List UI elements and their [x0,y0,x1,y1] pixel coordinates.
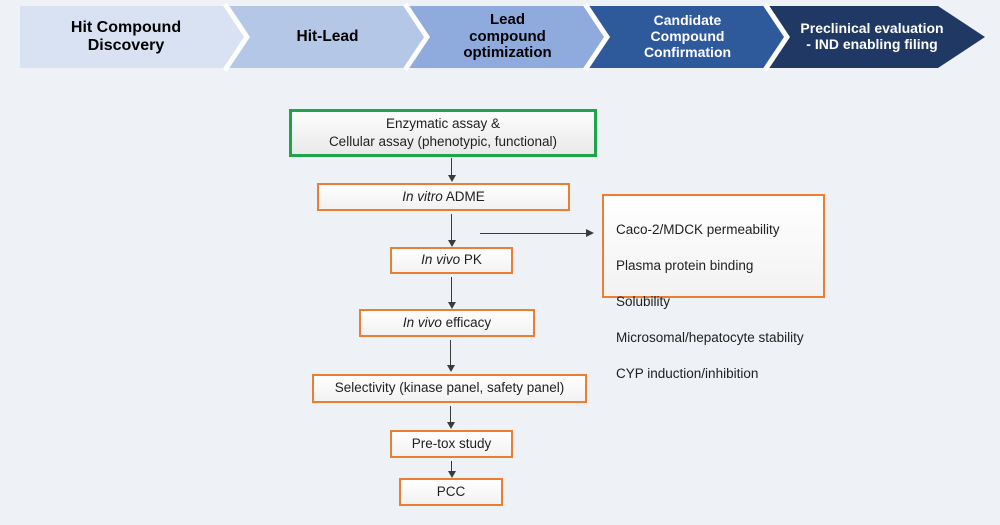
chevron-stage-1 [20,6,247,68]
detail-item-cyp: CYP induction/inhibition [616,366,759,382]
chevron-separator [222,2,251,72]
arrow-down-pretox-to-pcc [447,461,456,478]
arrow-down-adme-to-pk [447,214,456,247]
selectivity-box: Selectivity (kinase panel, safety panel) [312,374,587,403]
pretox-study-box: Pre-tox study [390,430,513,458]
in-vivo-efficacy-box: In vivo efficacy [359,309,535,337]
pcc-box-label: PCC [436,483,466,499]
detail-item-permeability: Caco-2/MDCK permeability [616,222,780,238]
in-vivo-pk-box: In vivo PK [390,247,513,274]
arrow-right-to-detail-panel [480,228,594,237]
chevron-stage-2 [225,6,427,68]
arrow-down-efficacy-to-selectivity [446,340,455,372]
stage-label-hit-lead: Hit-Lead [296,28,359,46]
chevron-stage-3 [405,6,607,68]
chevron-separator [762,2,791,72]
adme-detail-panel: Caco-2/MDCK permeability Plasma protein … [602,194,825,381]
chevron-separator [402,2,431,72]
chevron-shapes [20,2,985,72]
efficacy-box-label: In vivo efficacy [402,314,492,330]
in-vitro-adme-box: In vitro ADME [317,183,570,211]
stage-label-hit-compound-discovery: Hit Compound Discovery [70,19,182,54]
arrow-down-pk-to-efficacy [447,277,456,309]
stage-label-preclinical-evaluation: Preclinical evaluation - IND enabling fi… [800,20,944,52]
assay-box-label: Enzymatic assay & Cellular assay (phenot… [328,115,558,149]
pretox-box-label: Pre-tox study [411,435,492,451]
selectivity-box-label: Selectivity (kinase panel, safety panel) [334,380,565,396]
chevron-separator [582,2,611,72]
arrow-down-assay-to-adme [447,158,456,182]
detail-item-solubility: Solubility [616,294,671,310]
detail-item-stability: Microsomal/hepatocyte stability [616,330,804,346]
process-banner: Hit Compound Discovery Hit-Lead Lead com… [0,0,1000,80]
detail-item-protein-binding: Plasma protein binding [616,258,754,274]
adme-box-label: In vitro ADME [402,188,485,204]
chevron-stage-5 [765,6,985,68]
pk-box-label: In vivo PK [421,252,482,268]
arrow-down-selectivity-to-pretox [446,406,455,429]
chevron-stage-4 [585,6,787,68]
stage-label-candidate-compound-confirmation: Candidate Compound Confirmation [643,12,732,60]
enzymatic-cellular-assay-box: Enzymatic assay & Cellular assay (phenot… [289,109,597,157]
stage-label-lead-compound-optimization: Lead compound optimization [463,10,552,62]
pcc-box: PCC [399,478,503,506]
